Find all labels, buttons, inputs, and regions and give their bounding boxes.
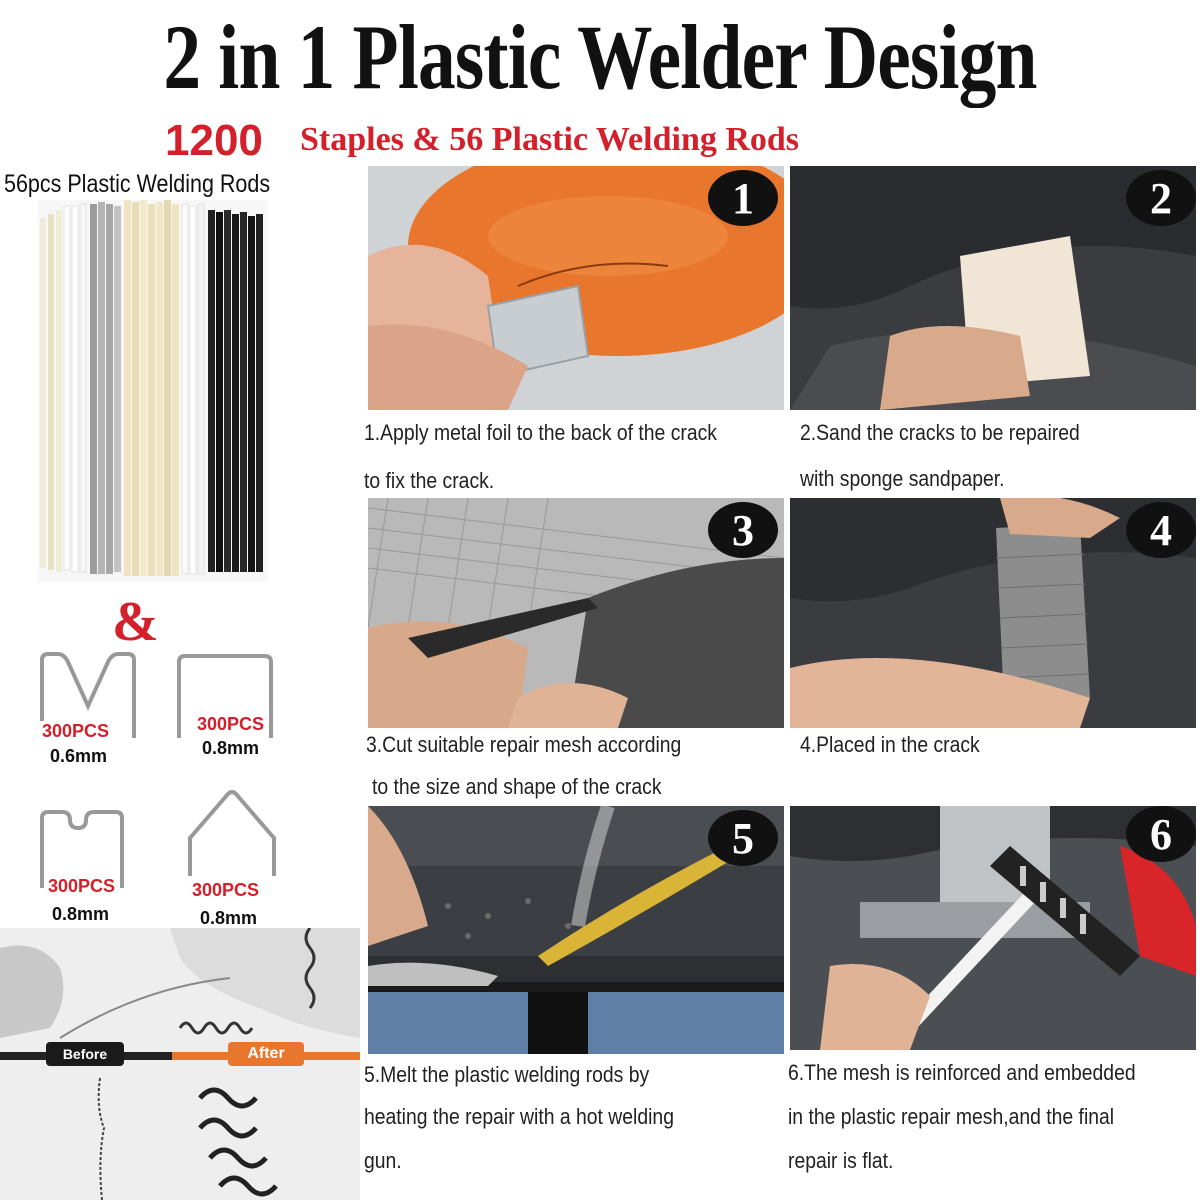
step-6-caption-line: repair is flat.: [788, 1148, 894, 1173]
staple-qty: 300PCS: [40, 721, 112, 742]
step-badge-5: 5: [708, 810, 778, 866]
step-5-caption-line: gun.: [364, 1148, 402, 1173]
step-2-caption-line: with sponge sandpaper.: [800, 466, 1005, 491]
rods-label: 56pcs Plastic Welding Rods: [4, 170, 271, 198]
step-badge-4: 4: [1126, 502, 1196, 558]
before-label: Before: [62, 1046, 108, 1062]
pointed-staple-icon: [188, 790, 276, 876]
step-2-photo: [790, 166, 1196, 410]
step-badge-1: 1: [708, 170, 778, 226]
before-after-image: Before After: [0, 928, 360, 1200]
staple-count: 1200: [165, 116, 263, 165]
page-subtitle: Staples & 56 Plastic Welding Rods: [300, 121, 800, 158]
staple-size: 0.6mm: [50, 746, 108, 766]
step-4-caption-line: 4.Placed in the crack: [800, 732, 980, 757]
flat-staple-icon: [177, 654, 273, 738]
step-6-photo: [790, 806, 1196, 1050]
step-1-caption-line: 1.Apply metal foil to the back of the cr…: [364, 420, 717, 445]
page-title: 2 in 1 Plastic Welder Design: [163, 6, 1037, 108]
rods-grey: [90, 202, 121, 574]
step-5-caption-line: 5.Melt the plastic welding rods by: [364, 1062, 650, 1087]
staple-size: 0.8mm: [200, 908, 258, 928]
staple-qty: 300PCS: [190, 880, 262, 901]
step-1-photo: [368, 166, 784, 410]
ampersand: &: [112, 591, 159, 653]
wave-staple-icon: [40, 810, 124, 888]
step-3-caption-line: to the size and shape of the crack: [372, 774, 662, 799]
step-badge-3: 3: [708, 502, 778, 558]
welding-rods-image: [38, 200, 268, 582]
rods-white-right: [181, 203, 205, 575]
rods-black: [208, 210, 263, 572]
step-3-caption-line: 3.Cut suitable repair mesh according: [366, 732, 682, 757]
step-badge-6: 6: [1126, 806, 1196, 862]
step-3-photo: [368, 498, 784, 728]
step-badge-2: 2: [1126, 170, 1196, 226]
step-6-caption-line: in the plastic repair mesh,and the final: [788, 1104, 1115, 1129]
rods-white: [63, 203, 87, 573]
rods-beige: [124, 200, 179, 576]
step-6-caption-line: 6.The mesh is reinforced and embedded: [788, 1060, 1136, 1085]
after-label: After: [247, 1045, 285, 1062]
v-staple-icon: [40, 652, 136, 738]
before-after-illustration: [0, 928, 360, 1200]
staple-size: 0.8mm: [52, 904, 110, 924]
staple-qty: 300PCS: [195, 714, 267, 735]
rods-beige-left: [40, 210, 62, 572]
staple-size: 0.8mm: [202, 738, 260, 758]
staple-qty: 300PCS: [46, 876, 118, 897]
step-1-caption-line: to fix the crack.: [364, 468, 495, 493]
step-5-caption-line: heating the repair with a hot welding: [364, 1104, 674, 1129]
step-2-caption-line: 2.Sand the cracks to be repaired: [800, 420, 1080, 445]
